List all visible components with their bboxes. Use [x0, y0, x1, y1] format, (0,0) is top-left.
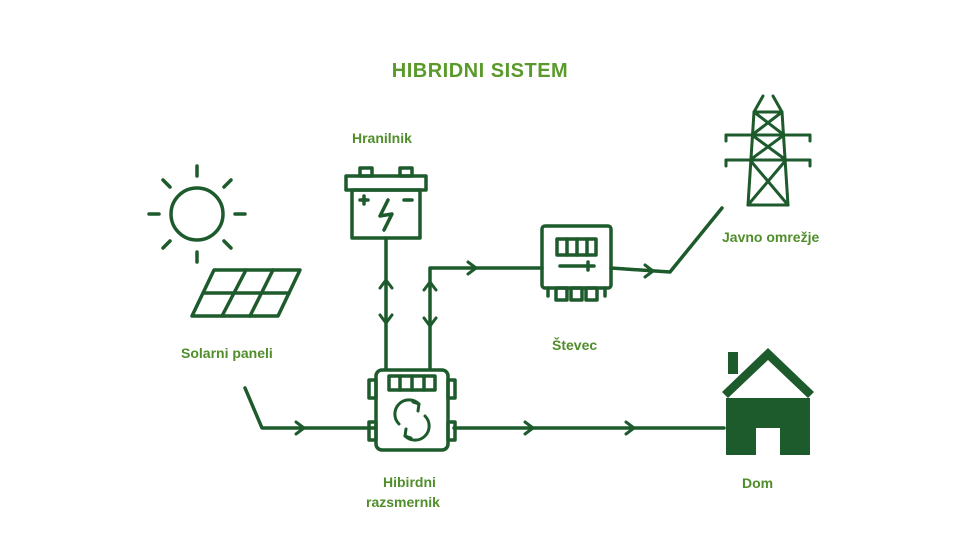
meter-label: Števec [552, 337, 598, 353]
inverter-meter-line [428, 266, 544, 372]
arrow-right [643, 263, 655, 279]
battery-icon [344, 166, 428, 240]
inverter-label-line1: Hibirdni [383, 474, 436, 490]
arrow-up [378, 278, 394, 290]
arrow-down [378, 313, 394, 325]
connection-lines [243, 206, 726, 430]
arrow-right [523, 420, 535, 436]
battery-label: Hranilnik [352, 130, 412, 146]
power-pylon-icon [724, 94, 812, 207]
meter-icon [540, 224, 613, 302]
arrow-right [624, 420, 636, 436]
arrow-down [422, 316, 438, 328]
arrow-heads [294, 260, 655, 436]
inverter-label-line2: razsmernik [366, 494, 440, 510]
solar-to-inverter-line [243, 386, 377, 430]
arrow-up [422, 280, 438, 292]
grid-label: Javno omrežje [722, 229, 820, 245]
house-icon [722, 348, 814, 455]
diagram-title: HIBRIDNI SISTEM [391, 60, 569, 82]
sun-icon [147, 164, 247, 264]
inverter-icon [367, 368, 457, 452]
solar-panel-icon [190, 268, 302, 318]
home-label: Dom [742, 475, 774, 491]
meter-grid-line [609, 206, 724, 274]
arrow-right [466, 260, 478, 276]
arrow-right [294, 420, 306, 436]
solar-panels-label: Solarni paneli [181, 345, 273, 361]
